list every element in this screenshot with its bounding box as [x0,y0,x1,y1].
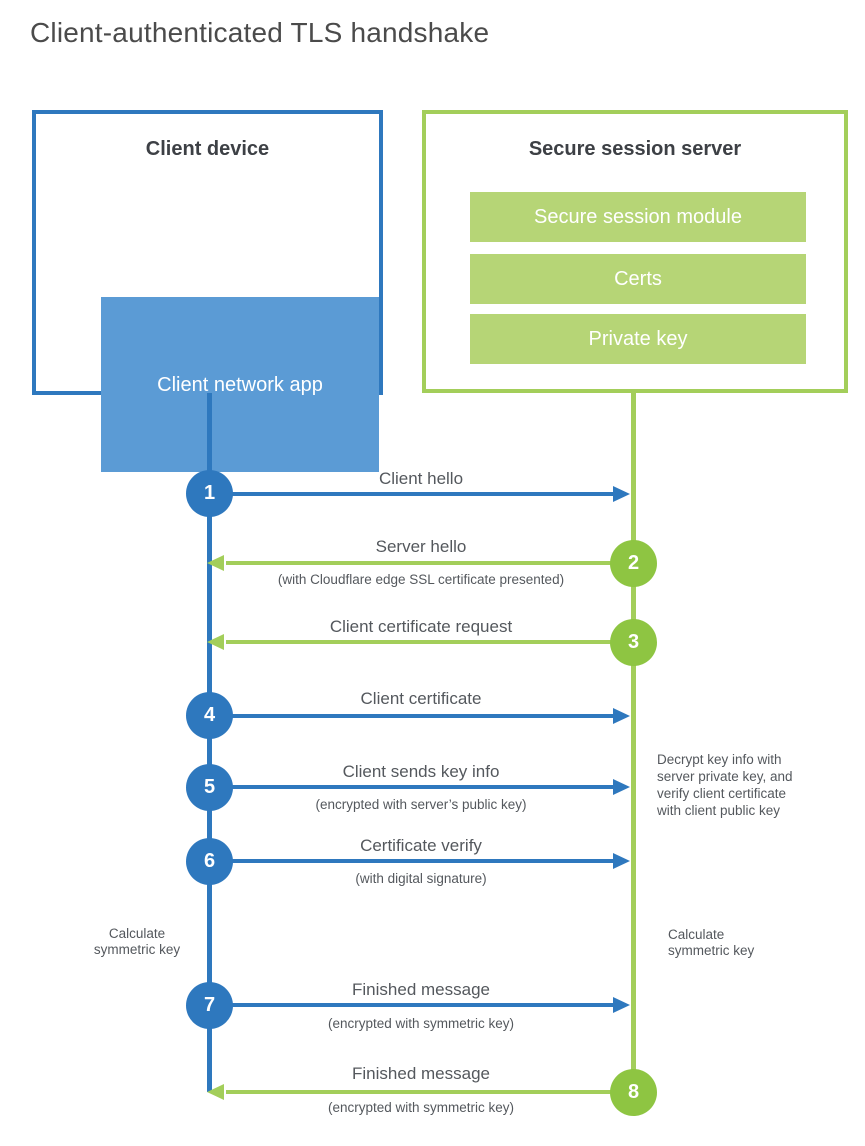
server-module-certs: Certs [470,254,806,304]
step-6-arrowhead-icon [613,853,630,869]
step-7-arrowhead-icon [613,997,630,1013]
client-lifeline [207,393,212,1092]
step-3-arrowhead-icon [207,634,224,650]
step-1-arrowhead-icon [613,486,630,502]
step-2-arrow-line [226,561,612,565]
server-module-secure-session: Secure session module [470,192,806,242]
secure-session-server-box: Secure session server Secure session mod… [422,110,848,393]
step-6-arrow-line [232,859,613,863]
client-network-app-box: Client network app [101,297,379,472]
step-8-arrowhead-icon [207,1084,224,1100]
step-5-sublabel: (encrypted with server’s public key) [315,797,527,812]
step-6-sublabel: (with digital signature) [355,871,487,886]
step-6-badge: 6 [186,838,233,885]
step-5-arrowhead-icon [613,779,630,795]
server-decrypt-note: Decrypt key info with server private key… [657,752,793,818]
step-8-label: Finished message [352,1064,490,1083]
step-1-arrow-line [232,492,613,496]
step-1-label: Client hello [378,469,464,488]
server-module-private-key: Private key [470,314,806,364]
step-1-badge: 1 [186,470,233,517]
step-4-label: Client certificate [360,689,482,708]
step-2-sublabel: (with Cloudflare edge SSL certificate pr… [277,572,565,587]
step-7-arrow-line [232,1003,613,1007]
step-7-sublabel: (encrypted with symmetric key) [327,1016,515,1031]
step-4-arrowhead-icon [613,708,630,724]
step-2-label: Server hello [375,537,467,556]
step-8-arrow-line [226,1090,612,1094]
server-calculate-symmetric-key-note: Calculate symmetric key [668,927,755,958]
step-8-badge: 8 [610,1069,657,1116]
step-5-arrow-line [232,785,613,789]
step-2-badge: 2 [610,540,657,587]
step-7-label: Finished message [352,980,490,999]
step-5-badge: 5 [186,764,233,811]
step-3-arrow-line [226,640,612,644]
server-lifeline [631,393,636,1092]
client-device-title: Client device [145,138,270,160]
step-3-badge: 3 [610,619,657,666]
page-title: Client-authenticated TLS handshake [30,17,490,48]
step-2-arrowhead-icon [207,555,224,571]
step-3-label: Client certificate request [329,617,513,636]
client-network-app-label: Client network app [157,373,323,396]
step-4-badge: 4 [186,692,233,739]
step-7-badge: 7 [186,982,233,1029]
step-5-label: Client sends key info [342,762,500,781]
step-8-sublabel: (encrypted with symmetric key) [327,1100,515,1115]
client-calculate-symmetric-key-note: Calculate symmetric key [93,926,181,957]
step-6-label: Certificate verify [360,836,482,855]
secure-session-server-title: Secure session server [528,138,742,160]
step-4-arrow-line [232,714,613,718]
